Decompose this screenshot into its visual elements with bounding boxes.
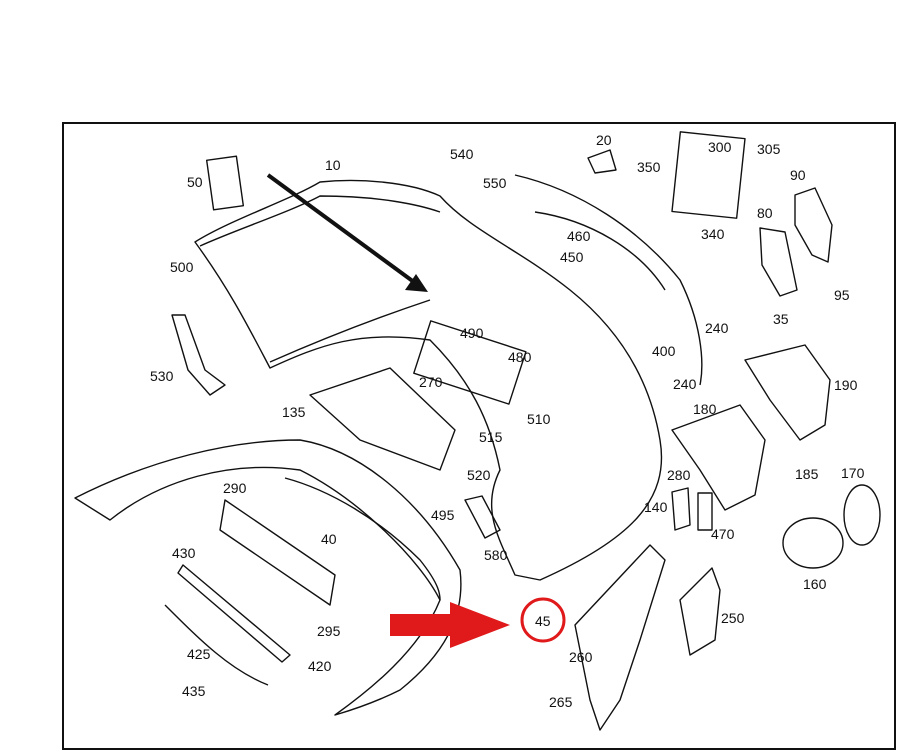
part-label-515: 515 [479,429,503,445]
part-label-90: 90 [790,167,806,183]
part-label-490: 490 [460,325,484,341]
part-label-540: 540 [450,146,474,162]
part-label-470: 470 [711,526,735,542]
diagram-frame [62,122,896,750]
bracket-part-250 [679,567,721,656]
part-label-530: 530 [150,368,174,384]
reflector-part-80 [759,227,798,297]
part-label-190: 190 [834,377,858,393]
reflector-part-90 [794,187,833,263]
part-label-520: 520 [467,467,491,483]
part-label-400: 400 [652,343,676,359]
part-label-430: 430 [172,545,196,561]
part-label-50: 50 [187,174,203,190]
part-label-10: 10 [325,157,341,173]
part-label-350: 350 [637,159,661,175]
part-label-290: 290 [223,480,247,496]
part-label-270: 270 [419,374,443,390]
part-label-305: 305 [757,141,781,157]
highlight-circle-icon [520,597,566,643]
cable-part-425 [164,604,269,686]
part-label-45-highlighted: 45 [535,613,551,629]
part-label-495: 495 [431,507,455,523]
part-label-20: 20 [596,132,612,148]
part-label-140: 140 [644,499,668,515]
part-label-450: 450 [560,249,584,265]
absorber-part-270 [413,320,527,405]
part-label-580: 580 [484,547,508,563]
part-label-340: 340 [701,226,725,242]
ring-part-170 [843,484,881,546]
beam-part-135 [309,367,456,471]
part-label-480: 480 [508,349,532,365]
bracket-part-580 [464,495,501,539]
part-label-280: 280 [667,467,691,483]
part-label-425: 425 [187,646,211,662]
grille-part-290 [219,499,336,606]
lower-diffuser-part-40 [74,439,462,716]
cover-part-160 [782,517,844,569]
part-label-135: 135 [282,404,306,420]
bumper-cover-part-10 [194,179,663,581]
part-label-80: 80 [757,205,773,221]
part-label-185: 185 [795,466,819,482]
part-label-40: 40 [321,531,337,547]
part-label-420: 420 [308,658,332,674]
part-label-300: 300 [708,139,732,155]
bracket-part-280 [671,487,691,531]
part-label-295: 295 [317,623,341,639]
bracket-part-530 [171,314,226,396]
part-label-95: 95 [834,287,850,303]
part-label-550: 550 [483,175,507,191]
bracket-part-470 [697,492,713,531]
part-label-510: 510 [527,411,551,427]
part-label-265: 265 [549,694,573,710]
part-label-260: 260 [569,649,593,665]
part-label-460: 460 [567,228,591,244]
direction-arrow-icon [266,173,428,292]
part-label-250: 250 [721,610,745,626]
callout-arrow-icon [390,602,510,648]
part-label-240-lower: 240 [673,376,697,392]
part-label-160: 160 [803,576,827,592]
strip-part-430 [177,564,291,663]
trim-strip-part-400 [514,174,703,386]
part-label-35: 35 [773,311,789,327]
part-label-240-upper: 240 [705,320,729,336]
part-label-180: 180 [693,401,717,417]
bracket-part-180 [671,404,766,511]
part-label-435: 435 [182,683,206,699]
part-label-170: 170 [841,465,865,481]
bracket-part-50 [205,155,245,211]
grille-part-300 [671,131,746,219]
bracket-part-260 [574,544,666,731]
bracket-part-190 [744,344,831,441]
clip-part-20 [587,149,617,174]
part-label-500: 500 [170,259,194,275]
